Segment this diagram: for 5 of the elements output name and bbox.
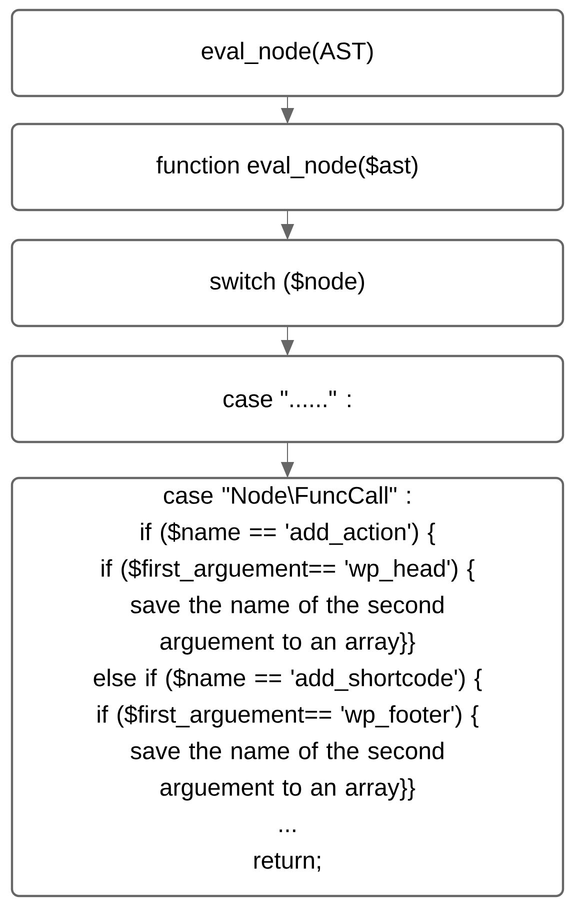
process-box: function eval_node($ast): [10, 122, 564, 212]
process-box: case "Node\FuncCall" : if ($name == 'add_action') { if ($first_arguement== 'wp_head') { save the name of the second arguement to an array}} else if ($name == 'add_shortcode') { if ($first_arguement== 'wp_footer') { save the name of the second arguement to an array}} ... return;: [10, 476, 564, 898]
process-box: switch ($node): [10, 238, 564, 328]
process-box: eval_node(AST): [10, 8, 564, 98]
process-box: case "......" :: [10, 354, 564, 444]
